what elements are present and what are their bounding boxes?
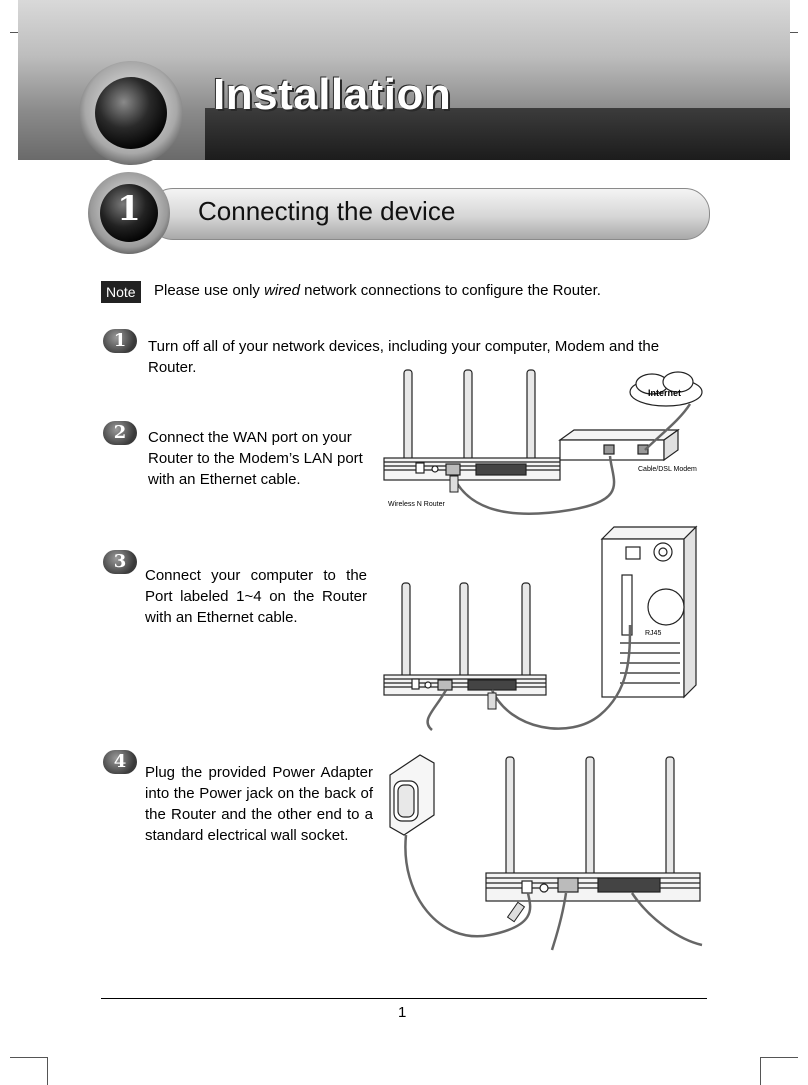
label-rj45: RJ45: [645, 630, 661, 637]
footer-rule: [101, 998, 707, 999]
step-1-text: Turn off all of your network devices, in…: [148, 338, 660, 376]
step-4-badge: 4: [103, 750, 137, 774]
page-number: 1: [398, 1004, 407, 1021]
crop-mark-bottom-left: [10, 1057, 48, 1085]
step-2-badge: 2: [103, 421, 137, 445]
label-router: Wireless N Router: [388, 501, 445, 508]
crop-mark-bottom-right: [760, 1057, 798, 1085]
section-number-orb-icon: [88, 172, 170, 254]
diagram-router-power: [389, 754, 703, 951]
step-4-text: Plug the provided Power Adapter into the…: [145, 764, 373, 844]
header-orb-icon: [79, 61, 183, 165]
note-text: Please use only wired network connection…: [154, 282, 601, 299]
label-internet: Internet: [648, 388, 681, 398]
step-3-text: Connect your computer to the Port labele…: [145, 567, 367, 626]
section-title: Connecting the device: [198, 196, 456, 226]
step-3-badge: 3: [103, 550, 137, 574]
page-title: Installation: [213, 70, 452, 119]
label-modem: Cable/DSL Modem: [638, 466, 697, 473]
section-number: 1: [117, 189, 141, 229]
step-1-badge: 1: [103, 329, 137, 353]
step-2-text: Connect the WAN port on your Router to t…: [148, 429, 363, 488]
diagram-router-computer: RJ45: [383, 525, 698, 731]
diagram-router-modem: Internet Cable/DSL Modem Wireless N Rout…: [383, 369, 703, 515]
note-tag: Note: [101, 281, 141, 303]
